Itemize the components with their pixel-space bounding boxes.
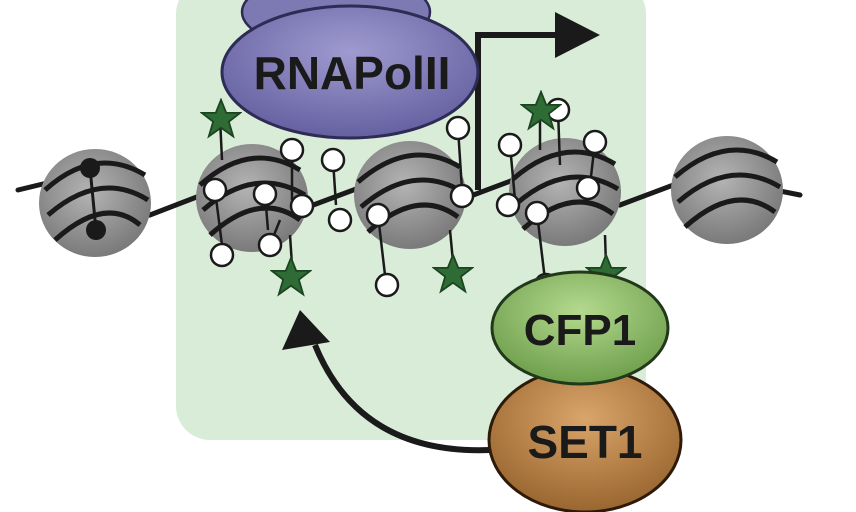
nucleosome-icon [671, 136, 783, 244]
nucleosome-icon [509, 138, 621, 246]
rnapolii-complex: RNAPolII [220, 0, 480, 140]
set1-label: SET1 [527, 416, 642, 468]
rnapolii-label: RNAPolII [254, 47, 451, 99]
cfp1-protein: CFP1 [490, 270, 670, 386]
methyl-mark-icon [202, 97, 608, 298]
cfp1-label: CFP1 [524, 306, 636, 355]
nucleosome-icon [39, 149, 151, 257]
set1-protein: SET1 [487, 366, 683, 512]
transcription-arrow-icon [475, 12, 600, 190]
star-mark-icon [200, 90, 627, 296]
feedback-arrow-icon [282, 310, 491, 454]
